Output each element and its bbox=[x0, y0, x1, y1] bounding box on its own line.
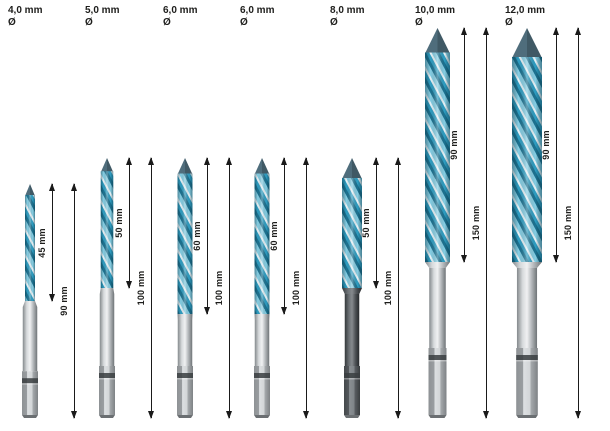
total-length-label: 100 mm bbox=[214, 270, 224, 306]
drill-bit-tip bbox=[254, 158, 270, 175]
drill-bit-transition bbox=[177, 314, 193, 320]
hex-shank-groove bbox=[254, 373, 270, 378]
hex-shank-chamfer bbox=[344, 415, 360, 418]
flute-length-label: 90 mm bbox=[541, 130, 551, 160]
diameter-value: 5,0 mm bbox=[85, 5, 120, 16]
flute-length-arrow: 60 mm bbox=[192, 157, 210, 315]
flute-length-label: 90 mm bbox=[448, 130, 459, 160]
drill-bit-transition bbox=[342, 288, 362, 294]
drill-bit-hex-shank bbox=[177, 366, 193, 415]
flute-length-label: 60 mm bbox=[192, 221, 202, 251]
drill-bit-transition bbox=[22, 301, 38, 307]
flute-length-arrow: 90 mm bbox=[541, 27, 559, 263]
hex-shank-chamfer bbox=[516, 415, 538, 418]
drill-bit-transition bbox=[512, 262, 542, 268]
drill-bit bbox=[254, 158, 270, 418]
diameter-symbol: Ø bbox=[415, 17, 423, 28]
drill-bit-hex-shank bbox=[516, 348, 538, 415]
hex-shank-chamfer bbox=[99, 415, 115, 418]
diameter-symbol: Ø bbox=[330, 17, 338, 28]
hex-shank-groove bbox=[428, 355, 446, 360]
flute-length-label: 45 mm bbox=[37, 227, 47, 258]
diameter-value: 12,0 mm bbox=[505, 5, 546, 16]
drill-bit-shank bbox=[99, 294, 115, 366]
drill-bit-transition bbox=[99, 288, 115, 294]
drill-bit-hex-shank bbox=[22, 371, 38, 415]
drill-bit-hex-shank bbox=[254, 366, 270, 415]
drill-bit bbox=[424, 28, 450, 418]
flute-length-label: 50 mm bbox=[114, 208, 124, 238]
total-length-label: 90 mm bbox=[59, 286, 69, 316]
drill-bit-hex-shank bbox=[99, 366, 115, 415]
hex-shank-groove bbox=[344, 373, 360, 378]
drill-bit-transition bbox=[424, 262, 450, 268]
hex-shank-groove bbox=[516, 355, 538, 360]
drill-bit-shank bbox=[22, 307, 38, 372]
flute-length-label: 60 mm bbox=[269, 221, 279, 251]
total-length-arrow: 150 mm bbox=[563, 27, 581, 419]
hex-shank-chamfer bbox=[22, 415, 38, 418]
drill-bit-tip bbox=[177, 158, 193, 175]
drill-bit-shank bbox=[428, 268, 446, 348]
drill-bit-transition bbox=[254, 314, 270, 320]
total-length-label: 150 mm bbox=[563, 205, 573, 241]
total-length-arrow: 150 mm bbox=[471, 27, 489, 419]
flute-length-arrow: 45 mm bbox=[37, 183, 55, 302]
flute-length-arrow: 50 mm bbox=[114, 157, 132, 289]
diameter-symbol: Ø bbox=[163, 17, 171, 28]
total-length-label: 100 mm bbox=[136, 270, 146, 306]
diameter-value: 6,0 mm bbox=[163, 5, 198, 16]
drill-bit bbox=[177, 158, 193, 418]
drill-bit-shank bbox=[177, 320, 193, 366]
drill-bit-tip bbox=[512, 28, 542, 58]
diameter-symbol: Ø bbox=[85, 17, 93, 28]
total-length-arrow: 100 mm bbox=[291, 157, 309, 419]
total-length-label: 100 mm bbox=[291, 270, 301, 306]
diameter-symbol: Ø bbox=[240, 17, 248, 28]
drill-bit-tip bbox=[25, 184, 35, 196]
hex-shank-groove bbox=[99, 373, 115, 378]
total-length-arrow: 100 mm bbox=[383, 157, 401, 419]
flute-length-arrow: 50 mm bbox=[361, 157, 379, 289]
drill-bit bbox=[99, 158, 115, 418]
drill-bit bbox=[512, 28, 542, 418]
drill-bit-hex-shank bbox=[344, 366, 360, 415]
diameter-symbol: Ø bbox=[8, 17, 16, 28]
hex-shank-chamfer bbox=[428, 415, 446, 418]
hex-shank-chamfer bbox=[177, 415, 193, 418]
diameter-value: 4,0 mm bbox=[8, 5, 43, 16]
hex-shank-groove bbox=[22, 378, 38, 384]
diameter-value: 6,0 mm bbox=[240, 5, 275, 16]
hex-shank-groove bbox=[177, 373, 193, 378]
total-length-arrow: 100 mm bbox=[136, 157, 154, 419]
drill-bit-shank bbox=[516, 268, 538, 348]
drill-bit-tip bbox=[424, 28, 450, 54]
total-length-label: 150 mm bbox=[470, 205, 481, 241]
diameter-value: 8,0 mm bbox=[330, 5, 365, 16]
drill-bit-tip bbox=[100, 158, 114, 173]
drill-bit bbox=[342, 158, 362, 418]
drill-bit-shank bbox=[344, 294, 360, 366]
drill-bit-hex-shank bbox=[428, 348, 446, 415]
flute-length-arrow: 90 mm bbox=[449, 27, 467, 263]
drill-bit-shank bbox=[254, 320, 270, 366]
hex-shank-chamfer bbox=[254, 415, 270, 418]
total-length-label: 100 mm bbox=[383, 270, 393, 306]
total-length-arrow: 90 mm bbox=[59, 183, 77, 419]
flute-length-arrow: 60 mm bbox=[269, 157, 287, 315]
drill-bit bbox=[22, 184, 38, 418]
flute-length-label: 50 mm bbox=[361, 208, 371, 238]
drill-bit-tip bbox=[342, 158, 362, 179]
diameter-value: 10,0 mm bbox=[415, 5, 456, 16]
diameter-symbol: Ø bbox=[505, 17, 513, 28]
total-length-arrow: 100 mm bbox=[214, 157, 232, 419]
